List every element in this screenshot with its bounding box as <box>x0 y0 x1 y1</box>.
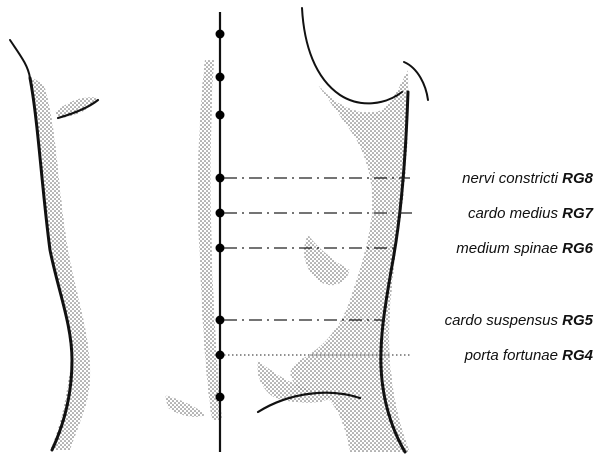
spine-dot-rg8 <box>216 174 225 183</box>
spine-dot <box>216 30 225 39</box>
left-arm-outline <box>10 40 30 78</box>
spine-dot-rg5 <box>216 316 225 325</box>
point-labels: nervi constricti RG8 cardo medius RG7 me… <box>445 170 594 364</box>
spine-dot-rg4 <box>216 351 225 360</box>
spine-dot <box>216 73 225 82</box>
spine-dot <box>216 393 225 402</box>
spine-dot-rg7 <box>216 209 225 218</box>
label-rg6: medium spinae RG6 <box>456 240 593 257</box>
label-rg4: porta fortunae RG4 <box>464 347 594 364</box>
spine-dot-rg6 <box>216 244 225 253</box>
label-rg5: cardo suspensus RG5 <box>445 312 594 329</box>
label-rg7: cardo medius RG7 <box>468 205 594 222</box>
label-rg8: nervi constricti RG8 <box>462 170 594 187</box>
right-shoulder-curve <box>302 8 402 103</box>
spine-dot <box>216 111 225 120</box>
